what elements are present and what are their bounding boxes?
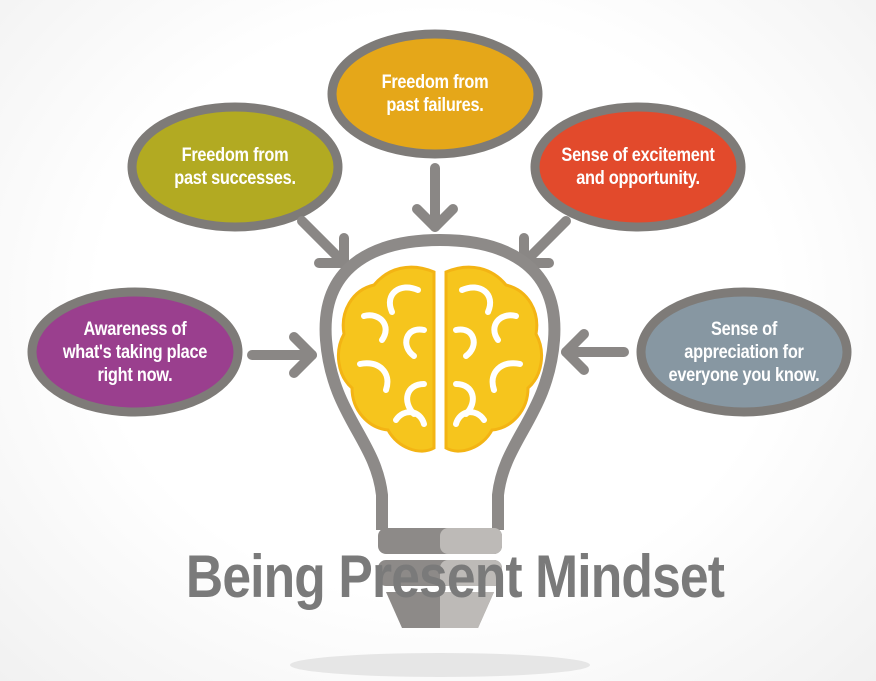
bubble-shape-excitement <box>530 102 746 232</box>
bubble-appreciation: Sense of appreciation for everyone you k… <box>654 302 835 402</box>
arrow-top-right <box>519 216 571 268</box>
floor-shadow <box>290 653 590 677</box>
bubble-past-successes-text: Freedom from past successes. <box>174 145 296 189</box>
bubble-excitement: Sense of excitement and opportunity. <box>543 127 732 207</box>
bubble-past-successes: Freedom from past successes. <box>158 127 313 207</box>
bubble-awareness: Awareness of what's taking place right n… <box>49 302 221 402</box>
bubble-shape-past-successes <box>127 102 343 232</box>
bubble-shape-appreciation <box>636 287 852 417</box>
bubble-awareness-text: Awareness of what's taking place right n… <box>62 318 208 386</box>
bubble-past-failures-text: Freedom from past failures. <box>381 72 489 116</box>
arrow-top-left <box>297 216 349 268</box>
bubble-shape-awareness <box>27 287 243 417</box>
diagram-title: Being Present Mindset <box>185 542 725 610</box>
bubble-shape-past-failures <box>327 29 543 159</box>
brain-icon <box>336 265 544 453</box>
arrow-right <box>561 329 629 375</box>
bubble-excitement-text: Sense of excitement and opportunity. <box>561 145 715 189</box>
bubble-appreciation-text: Sense of appreciation for everyone you k… <box>668 318 820 386</box>
arrow-left <box>247 332 317 378</box>
arrow-top <box>412 163 458 232</box>
bubble-past-failures: Freedom from past failures. <box>358 54 513 134</box>
